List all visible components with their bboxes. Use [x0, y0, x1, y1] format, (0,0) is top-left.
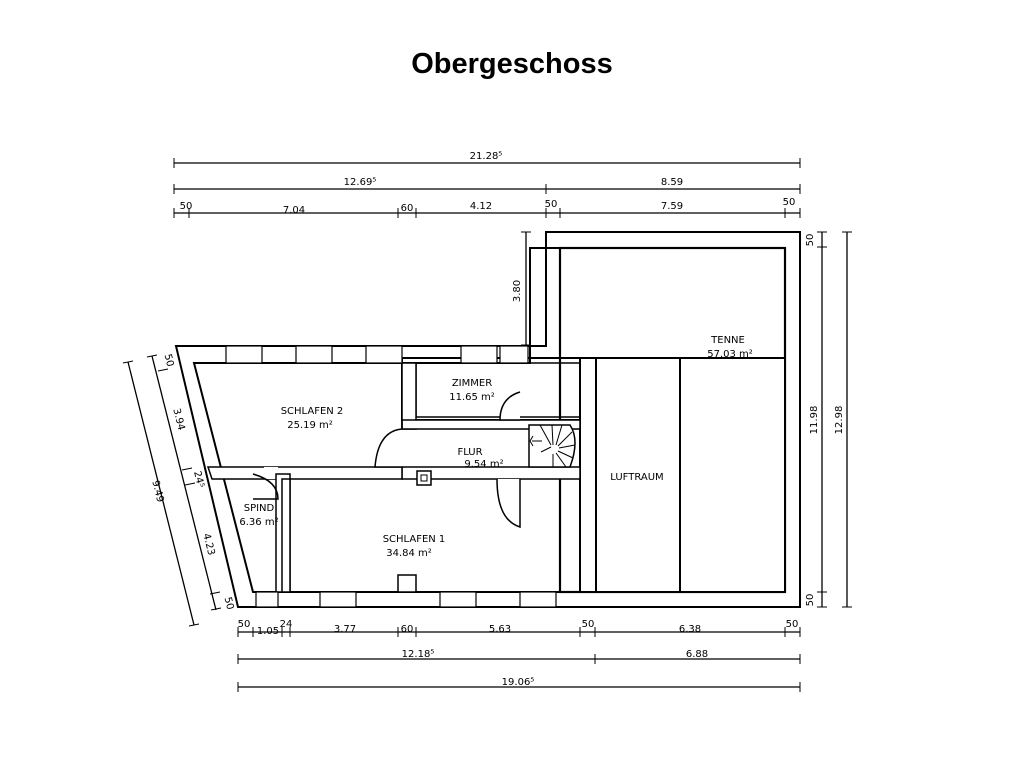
dim-top3-g: 50 [783, 197, 796, 208]
window [319, 591, 357, 608]
dim-bottom-total: 19.06⁵ [502, 677, 535, 688]
room-schlafen2-name: SCHLAFEN 2 [281, 406, 344, 417]
window [460, 345, 498, 364]
room-schlafen2-area: 25.19 m² [287, 420, 333, 431]
room-flur-name: FLUR [457, 447, 482, 458]
dim-top3-f: 7.59 [661, 201, 683, 212]
dim-left-e: 50 [222, 596, 236, 611]
walls [174, 231, 801, 608]
dim-right-outer: 12.98 [834, 406, 845, 435]
dim-right-b: 11.98 [809, 406, 820, 435]
window [439, 591, 477, 608]
window [295, 345, 333, 364]
dimension-lines [122, 158, 852, 692]
room-spind-name: SPIND [244, 503, 275, 514]
window [519, 591, 557, 608]
dim-bot1-f: 5.63 [489, 624, 511, 635]
staircase [528, 424, 576, 468]
dim-top-total: 21.28⁵ [470, 151, 503, 162]
dim-right-a: 50 [805, 234, 816, 247]
dim-top-left: 12.69⁵ [344, 177, 377, 188]
window [255, 591, 279, 608]
room-zimmer-name: ZIMMER [452, 378, 492, 389]
dim-bot1-e: 60 [401, 624, 414, 635]
room-schlafen1-name: SCHLAFEN 1 [383, 534, 446, 545]
dimension-labels: 21.28⁵ 12.69⁵ 8.59 50 7.04 60 4.12 50 7.… [149, 151, 845, 688]
dim-bot1-c: 24 [280, 619, 293, 630]
room-schlafen1-area: 34.84 m² [386, 548, 432, 559]
dim-top3-e: 50 [545, 199, 558, 210]
dim-bot1-b: 1.05 [257, 626, 279, 637]
windows [225, 345, 557, 608]
dim-right-c: 50 [805, 594, 816, 607]
dim-bot1-i: 50 [786, 619, 799, 630]
dim-bot2-left: 12.18⁵ [402, 649, 435, 660]
door-zimmer [499, 391, 521, 421]
room-zimmer-area: 11.65 m² [449, 392, 495, 403]
door-spind [252, 473, 279, 500]
dim-left-b: 3.94 [170, 407, 186, 431]
wall-schlafen2-bottom [206, 466, 403, 480]
dim-bot2-right: 6.88 [686, 649, 708, 660]
window [499, 345, 529, 364]
dim-bot1-h: 6.38 [679, 624, 701, 635]
window [225, 345, 263, 364]
dim-top3-c: 60 [401, 203, 414, 214]
dim-top3-a: 50 [180, 201, 193, 212]
door-schlafen1 [496, 478, 521, 529]
dim-top3-d: 4.12 [470, 201, 492, 212]
room-tenne-name: TENNE [710, 335, 745, 346]
dim-left-a: 50 [162, 353, 176, 368]
doors [252, 391, 521, 529]
door-schlafen2 [374, 420, 403, 468]
dim-top-right: 8.59 [661, 177, 683, 188]
zimmer-walls [401, 357, 581, 421]
dim-bot1-g: 50 [582, 619, 595, 630]
dim-left-d: 4.23 [200, 532, 216, 556]
dim-bot1-d: 3.77 [334, 624, 356, 635]
dim-top3-b: 7.04 [283, 205, 305, 216]
dim-left-outer: 9.49 [149, 479, 165, 503]
luftraum-outline [595, 357, 786, 593]
dim-bot1-a: 50 [238, 619, 251, 630]
room-flur-area: 9.54 m² [464, 459, 503, 470]
dim-vertical-tenne: 3.80 [512, 280, 523, 302]
room-luftraum-name: LUFTRAUM [610, 472, 663, 483]
room-tenne-area: 57.03 m² [707, 349, 753, 360]
dim-left-c: 24⁵ [191, 470, 206, 489]
window [365, 345, 403, 364]
wall-schlafen2-zimmer [401, 362, 417, 430]
room-spind-area: 6.36 m² [239, 517, 278, 528]
plan-title: Obergeschoss [411, 48, 613, 80]
wall-tenne-separator [579, 357, 597, 593]
room-labels: SCHLAFEN 2 25.19 m² ZIMMER 11.65 m² FLUR… [239, 335, 752, 559]
wall-schlafen1-stub [397, 574, 417, 593]
